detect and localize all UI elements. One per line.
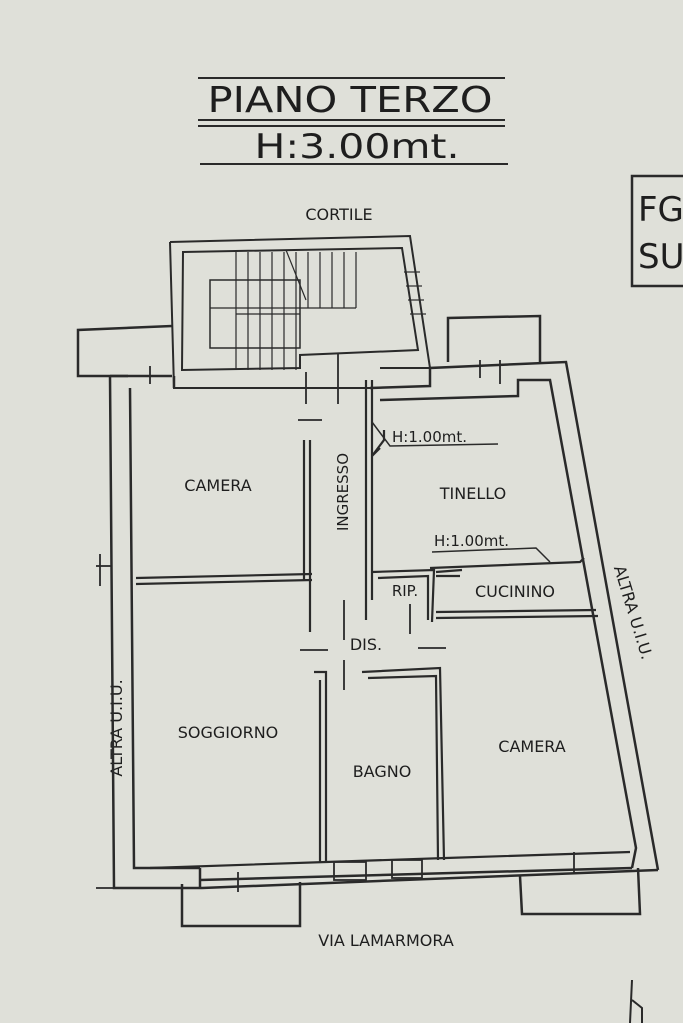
stairwell bbox=[169, 234, 432, 389]
interior-walls bbox=[135, 380, 631, 881]
title-block: PIANO TERZO H:3.00mt. bbox=[198, 77, 508, 167]
side-box-line-2: SU bbox=[638, 237, 683, 277]
height-note-kitchen: H:1.00mt. bbox=[434, 532, 509, 550]
side-info-box: FG SU bbox=[630, 174, 683, 288]
courtyard-label: CORTILE bbox=[305, 205, 372, 224]
side-box-line-1: FG bbox=[638, 190, 683, 230]
balconies bbox=[76, 314, 642, 928]
partial-mark bbox=[629, 979, 643, 1023]
ceiling-height: H:3.00mt. bbox=[255, 127, 460, 167]
door-marks bbox=[96, 354, 575, 892]
room-cucinino: CUCININO bbox=[475, 582, 555, 601]
left-neighbor-label: ALTRA U.I.U. bbox=[107, 679, 126, 776]
room-soggiorno: SOGGIORNO bbox=[178, 723, 279, 742]
room-bagno: BAGNO bbox=[353, 762, 412, 781]
room-camera-right: CAMERA bbox=[498, 737, 566, 756]
outer-walls bbox=[108, 360, 660, 890]
room-camera-left: CAMERA bbox=[184, 476, 252, 495]
height-note-top: H:1.00mt. bbox=[392, 428, 467, 446]
height-leaders bbox=[371, 421, 551, 563]
room-dis: DIS. bbox=[350, 635, 382, 654]
room-tinello: TINELLO bbox=[439, 484, 506, 503]
street-label: VIA LAMARMORA bbox=[318, 931, 454, 950]
room-ingresso: INGRESSO bbox=[334, 453, 352, 531]
floor-title: PIANO TERZO bbox=[208, 80, 493, 121]
room-rip: RIP. bbox=[392, 582, 418, 600]
